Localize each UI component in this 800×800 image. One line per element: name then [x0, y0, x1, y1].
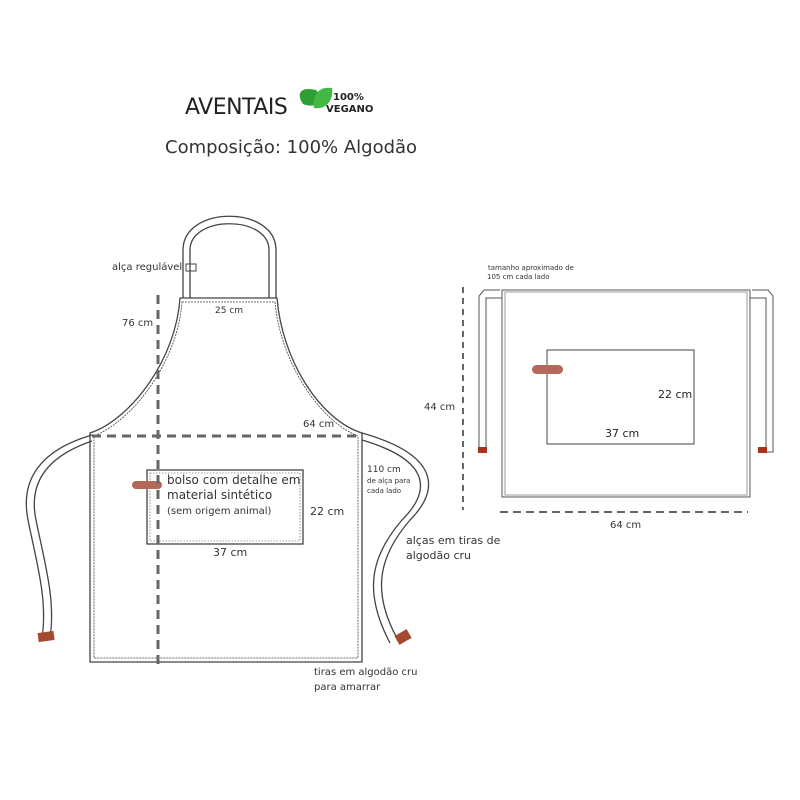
strap-length-1: 110 cm [367, 465, 401, 475]
vegan-leaf-icon [299, 87, 333, 109]
pocket [546, 349, 695, 445]
waist-tie-left [25, 434, 93, 639]
pocket [146, 469, 304, 545]
ties-note-2: para amarrar [314, 682, 381, 693]
half-apron [478, 289, 774, 498]
adjustable-strap-label: alça regulável [112, 262, 183, 273]
half-pocket-height-label: 22 cm [658, 388, 693, 401]
tie-left [478, 289, 502, 453]
straps-note-1: alças em tiras de [406, 534, 501, 547]
strap-length-2: de alça para [367, 477, 411, 485]
leather-tab [532, 365, 563, 374]
tie-right [750, 289, 774, 453]
half-pocket-width-label: 37 cm [605, 427, 640, 440]
straps-note-2: algodão cru [406, 549, 472, 562]
adjust-buckle [185, 263, 197, 272]
tie-end-right [758, 447, 767, 453]
pocket-label-2: material sintético [167, 488, 273, 502]
composition: Composição: 100% Algodão [165, 137, 418, 158]
tie-end-left [37, 630, 55, 643]
height-label: 76 cm [122, 318, 154, 329]
neck-strap [182, 215, 277, 298]
tie-end-right [394, 629, 412, 645]
pocket-label-3: (sem origem animal) [167, 506, 272, 517]
page-title: AVENTAIS [185, 95, 288, 120]
apron-body [89, 297, 363, 663]
full-apron [25, 215, 430, 663]
pocket-height-label: 22 cm [310, 505, 345, 518]
pocket-width-label: 37 cm [213, 546, 248, 559]
half-height-label: 44 cm [424, 402, 456, 413]
leather-tab [132, 481, 162, 489]
vegan-badge-line2: VEGANO [326, 104, 374, 115]
bib-width-label: 25 cm [215, 306, 244, 316]
vegan-badge-line1: 100% [333, 92, 364, 103]
half-strap-note-2: 105 cm cada lado [487, 273, 550, 281]
half-width-label: 64 cm [610, 520, 642, 531]
pocket-label-1: bolso com detalhe em [167, 473, 301, 487]
waist-width-label: 64 cm [303, 419, 335, 430]
strap-length-3: cada lado [367, 487, 402, 495]
waist-tie-right [361, 432, 430, 641]
half-strap-note-1: tamanho aproximado de [488, 264, 574, 272]
tie-end-left [478, 447, 487, 453]
ties-note-1: tiras em algodão cru [314, 667, 418, 678]
